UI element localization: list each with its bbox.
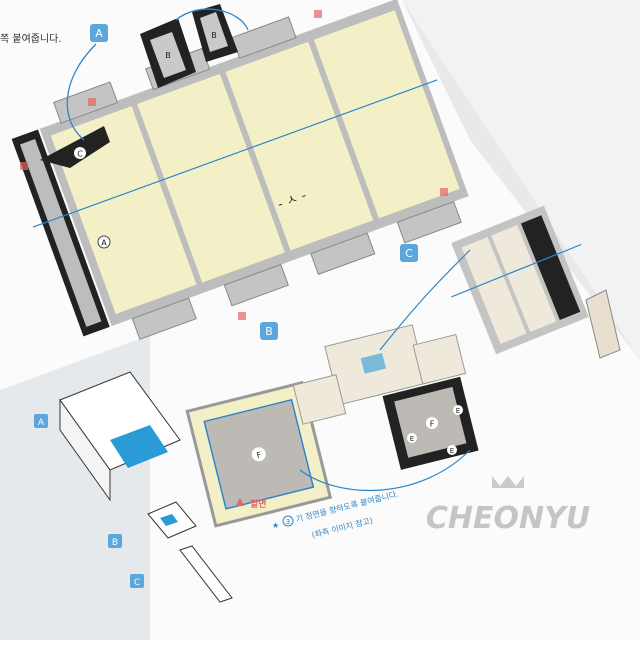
piece-b-left-inner bbox=[150, 32, 186, 78]
piece-b-right-inner bbox=[200, 12, 228, 52]
cross-e-letter-2: E bbox=[456, 407, 460, 415]
base-f-badge bbox=[251, 447, 266, 462]
section-a-badge bbox=[90, 24, 108, 42]
cross-e-badge-3 bbox=[447, 445, 457, 455]
tab-top-1 bbox=[53, 81, 119, 124]
illus-b-letter: B bbox=[112, 538, 118, 548]
illus-c-stick bbox=[179, 545, 233, 603]
cross-right bbox=[412, 333, 467, 385]
net-c-dark bbox=[520, 215, 581, 320]
cross-e-letter-1: E bbox=[410, 435, 414, 443]
base-label: 밑면 bbox=[250, 498, 267, 510]
tab-bottom-1 bbox=[131, 297, 197, 340]
wrap-line bbox=[32, 79, 438, 228]
illus-c-badge bbox=[130, 574, 144, 588]
cross-f-badge bbox=[426, 417, 438, 429]
net-c bbox=[451, 205, 589, 355]
instruction-number: 3 bbox=[286, 518, 290, 526]
base-f-letter: F bbox=[256, 450, 263, 460]
red-marker-2 bbox=[88, 98, 96, 106]
top-text: 쪽 붙여줍니다. bbox=[0, 33, 62, 45]
illus-c-letter: C bbox=[134, 578, 140, 588]
section-c-badge bbox=[400, 244, 418, 262]
illus-a-letter: A bbox=[38, 418, 45, 428]
section-a-letter: A bbox=[95, 27, 103, 40]
cross-f-letter: F bbox=[430, 420, 435, 429]
arrow-b bbox=[175, 8, 249, 31]
red-marker-1 bbox=[20, 162, 28, 170]
red-marker-5 bbox=[238, 312, 246, 320]
red-marker-3 bbox=[314, 10, 322, 18]
base-piece: F bbox=[185, 380, 333, 528]
paper-shadow bbox=[402, 0, 640, 360]
tab-bottom-2 bbox=[223, 263, 289, 307]
panel-4 bbox=[313, 10, 460, 219]
cross-left bbox=[292, 374, 347, 425]
net-a bbox=[11, 0, 469, 340]
arrow-a bbox=[66, 43, 97, 141]
panel-2 bbox=[137, 73, 285, 283]
tab-bottom-3 bbox=[310, 232, 376, 275]
illus-a-badge bbox=[34, 414, 48, 428]
cross-e-letter-3: E bbox=[450, 447, 454, 455]
section-b-letter: B bbox=[265, 325, 273, 338]
strip-a-inner bbox=[19, 139, 102, 327]
cross-link-arrow bbox=[379, 249, 471, 351]
watermark-crown-icon bbox=[492, 476, 524, 488]
illus-b-blue bbox=[160, 514, 178, 526]
piece-c-tab bbox=[40, 126, 110, 168]
piece-b-left-letter: B bbox=[165, 51, 171, 60]
illus-b-badge bbox=[108, 534, 122, 548]
panel-3 bbox=[225, 41, 374, 251]
red-marker-4 bbox=[440, 188, 448, 196]
cross-e-badge-1 bbox=[407, 433, 417, 443]
instruction-star: ★ bbox=[272, 521, 279, 530]
net-c-panel-1 bbox=[461, 237, 527, 344]
piece-a-letter: A bbox=[101, 239, 107, 248]
base-triangle bbox=[236, 498, 244, 506]
net-c-line bbox=[451, 243, 582, 298]
instruction-number-circle bbox=[282, 515, 294, 527]
watermark-text: CHEONYU bbox=[426, 501, 590, 536]
net-c-panel-2 bbox=[491, 225, 557, 332]
piece-c-letter: C bbox=[77, 150, 83, 159]
section-c-letter: C bbox=[405, 247, 413, 260]
cross-arrow bbox=[299, 449, 471, 491]
cross-e-badge-2 bbox=[453, 405, 463, 415]
piece-c-badge bbox=[74, 147, 86, 159]
piece-a-badge bbox=[97, 235, 111, 249]
net-c-tail bbox=[585, 289, 621, 359]
piece-b-right-letter: B bbox=[211, 31, 217, 40]
section-b-badge bbox=[260, 322, 278, 340]
illus-blue-face bbox=[110, 425, 168, 468]
illus-box-side bbox=[59, 398, 111, 502]
panel-1 bbox=[50, 106, 197, 315]
tab-bottom-4 bbox=[396, 200, 462, 244]
cross-window bbox=[360, 352, 386, 374]
